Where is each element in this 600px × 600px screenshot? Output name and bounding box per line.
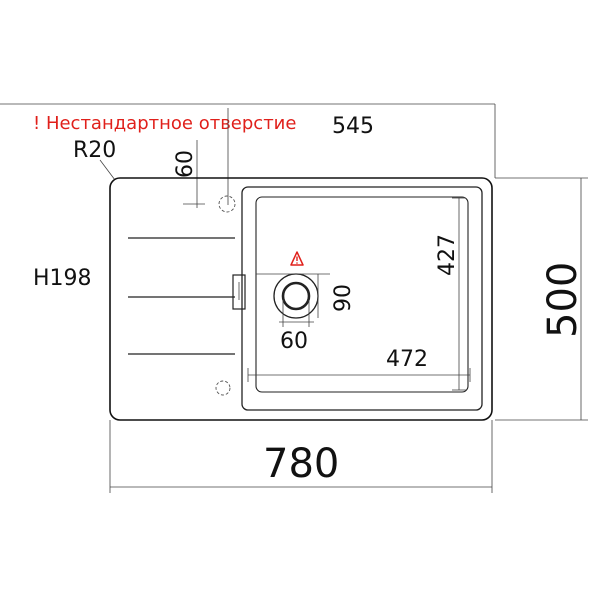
dimension-780: 780 [263, 441, 339, 487]
dimension-427: 427 [435, 234, 460, 276]
dimension-545: 545 [332, 114, 374, 139]
dimension-h198: H198 [33, 266, 92, 291]
dimension-472: 472 [386, 347, 428, 372]
drain-outer-ring [273, 273, 319, 319]
dimension-tap-hole-60: 60 [173, 150, 198, 178]
dimension-drain-60: 60 [280, 329, 308, 354]
warning-triangle-icon [290, 251, 304, 266]
bowl-inner [255, 196, 469, 393]
drain-inner-ring [281, 281, 311, 311]
nonstandard-hole-notice: ! Нестандартное отверстие [33, 113, 296, 134]
bowl-outer [241, 186, 483, 411]
r20-leader [99, 159, 116, 181]
overflow-slot [232, 274, 246, 310]
sink-outline [109, 177, 493, 421]
dimension-r20: R20 [73, 138, 116, 163]
dimension-500: 500 [540, 262, 586, 338]
tap-hole-bottom [215, 380, 231, 396]
dimension-90: 90 [331, 284, 356, 312]
tap-hole-top [218, 195, 236, 213]
